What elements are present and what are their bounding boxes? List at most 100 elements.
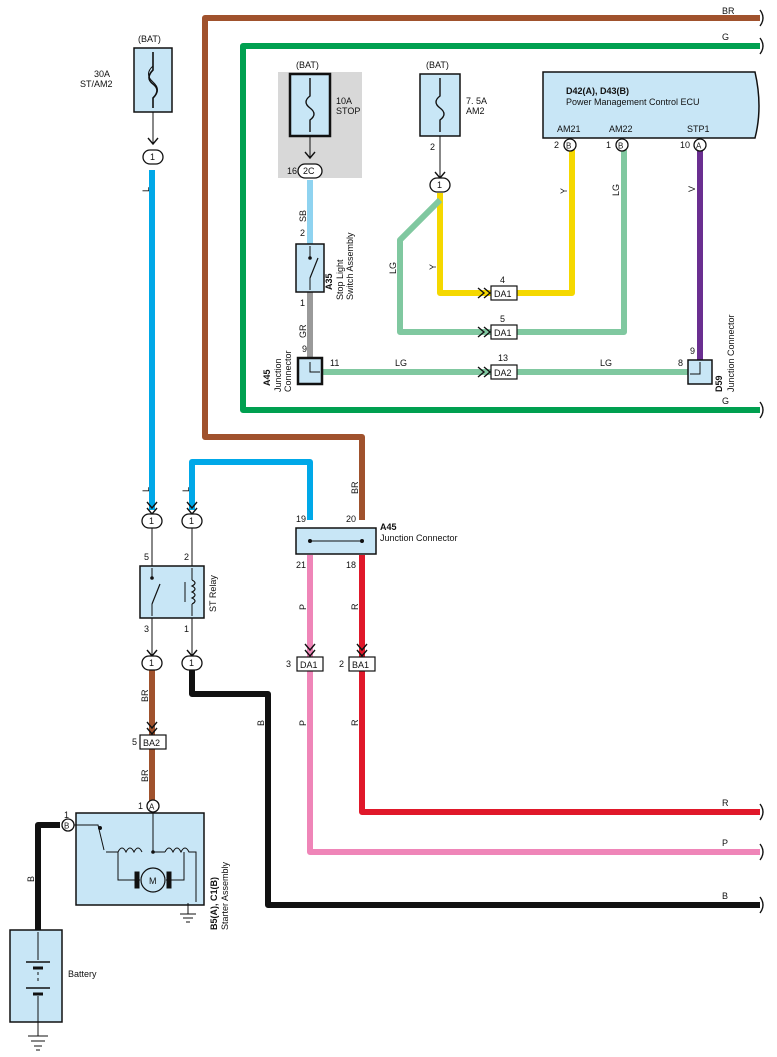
- svg-text:5: 5: [500, 314, 505, 324]
- label-v: V: [687, 186, 697, 192]
- label-y-2: Y: [559, 188, 569, 194]
- st-relay: 5 2 ST Relay 3 1: [139, 552, 218, 656]
- svg-text:1: 1: [184, 624, 189, 634]
- lower-da-ba-connectors: 3 DA1 2 BA1: [286, 643, 376, 672]
- stop-switch-name2: Switch Assembly: [345, 232, 355, 300]
- label-b-mid: B: [256, 720, 266, 726]
- svg-text:A: A: [696, 142, 702, 151]
- svg-text:19: 19: [296, 514, 306, 524]
- wire-labels: BR G G R P B LG LG L L L SB GR LG Y Y LG…: [26, 6, 735, 901]
- svg-text:DA1: DA1: [494, 328, 512, 338]
- wire-b-battery: [35, 822, 60, 935]
- stop-switch-id: A35: [324, 273, 334, 290]
- st-relay-name: ST Relay: [208, 575, 218, 612]
- label-lg-2: LG: [600, 358, 612, 368]
- label-l-2: L: [141, 487, 151, 492]
- wire-y: [437, 150, 575, 296]
- svg-text:B: B: [618, 142, 623, 151]
- svg-text:2: 2: [184, 552, 189, 562]
- label-b-left: B: [26, 876, 36, 882]
- svg-text:21: 21: [296, 560, 306, 570]
- stop-switch-name1: Stop Light: [335, 259, 345, 300]
- svg-text:DA1: DA1: [494, 289, 512, 299]
- ecu-box: [542, 71, 760, 139]
- svg-text:1: 1: [189, 658, 194, 668]
- svg-text:2: 2: [554, 140, 559, 150]
- svg-text:1: 1: [149, 516, 154, 526]
- ecu-pin-label-am21: AM21: [557, 124, 581, 134]
- fuse-30a-source: (BAT): [138, 34, 161, 44]
- conn-y-da1: [490, 285, 518, 301]
- svg-text:2: 2: [430, 142, 435, 152]
- label-sb: SB: [298, 210, 308, 222]
- fuse-stop-name: STOP: [336, 106, 360, 116]
- label-g-top: G: [722, 32, 729, 42]
- label-r-right: R: [722, 798, 729, 808]
- svg-text:DA2: DA2: [494, 368, 512, 378]
- battery-ground-icon: [28, 1035, 48, 1051]
- svg-text:M: M: [149, 876, 157, 886]
- wire-lg-middle: [397, 150, 627, 335]
- svg-text:DA1: DA1: [300, 660, 318, 670]
- ecu-id: D42(A), D43(B): [566, 86, 629, 96]
- svg-text:8: 8: [678, 358, 683, 368]
- conn-r-ba1: [348, 656, 376, 672]
- label-lg-4: LG: [611, 184, 621, 196]
- label-b-right: B: [722, 891, 728, 901]
- power-management-ecu: D42(A), D43(B) Power Management Control …: [542, 71, 760, 152]
- svg-text:1: 1: [189, 516, 194, 526]
- svg-text:1: 1: [437, 180, 442, 190]
- svg-text:BA1: BA1: [352, 660, 369, 670]
- svg-text:4: 4: [500, 275, 505, 285]
- svg-text:11: 11: [330, 358, 339, 368]
- a45-top-name2: Connector: [283, 350, 293, 392]
- fuse-am2-conn: [429, 177, 451, 193]
- wire-l-right: [189, 459, 313, 520]
- battery-name: Battery: [68, 969, 97, 979]
- motor-symbol: [140, 867, 166, 893]
- relay-connectors-top: 1 1: [141, 501, 203, 566]
- svg-text:5: 5: [144, 552, 149, 562]
- relay-connectors-bottom: 1 1: [141, 649, 203, 671]
- starter-ground-icon: [180, 903, 196, 923]
- a45-mid-id: A45: [380, 522, 397, 532]
- label-lg-3: LG: [388, 262, 398, 274]
- svg-text:1: 1: [150, 152, 155, 162]
- conn-lg-da1: [490, 324, 518, 340]
- wire-b-relay: [189, 670, 760, 908]
- fuse-am2-name: AM2: [466, 106, 485, 116]
- svg-text:13: 13: [498, 353, 508, 363]
- a45-top-id: A45: [262, 369, 272, 386]
- fuse-30a-rating: 30A: [94, 69, 110, 79]
- st-relay-box: [139, 565, 205, 619]
- svg-text:20: 20: [346, 514, 356, 524]
- ecu-pin-label-am22: AM22: [609, 124, 633, 134]
- da-connectors-top: 4 DA1 5 DA1 13 DA2: [477, 275, 518, 380]
- fuse-stop-rating: 10A: [336, 96, 352, 106]
- fuse-am2-rating: 7. 5A: [466, 96, 487, 106]
- fuse-10a-stop: (BAT) 10A STOP 16 2C: [278, 60, 362, 179]
- starter-id: B5(A), C1(B): [209, 877, 219, 930]
- fuse-stop-source: (BAT): [296, 60, 319, 70]
- d59-id: D59: [714, 375, 724, 392]
- label-y-1: Y: [428, 264, 438, 270]
- battery-box: [9, 929, 63, 1023]
- svg-text:2: 2: [300, 228, 305, 238]
- label-p-right: P: [722, 838, 728, 848]
- ecu-pin-am22: [615, 138, 629, 152]
- label-l-3: L: [181, 487, 191, 492]
- junction-connector-a45-mid: 19 20 21 18 A45 Junction Connector: [295, 514, 458, 570]
- label-br-2: BR: [140, 689, 150, 702]
- svg-text:18: 18: [346, 560, 356, 570]
- wire-g-top: [240, 43, 760, 413]
- starter-name: Starter Assembly: [220, 861, 230, 930]
- svg-text:1: 1: [606, 140, 611, 150]
- label-p-1: P: [298, 604, 308, 610]
- svg-text:10: 10: [680, 140, 690, 150]
- break-marks: [759, 9, 764, 914]
- wires: [35, 15, 760, 935]
- label-g-bottom: G: [722, 396, 729, 406]
- label-br-top: BR: [722, 6, 735, 16]
- starter-assembly: 1 A 1 B M B5(A), C1(B): [61, 799, 230, 930]
